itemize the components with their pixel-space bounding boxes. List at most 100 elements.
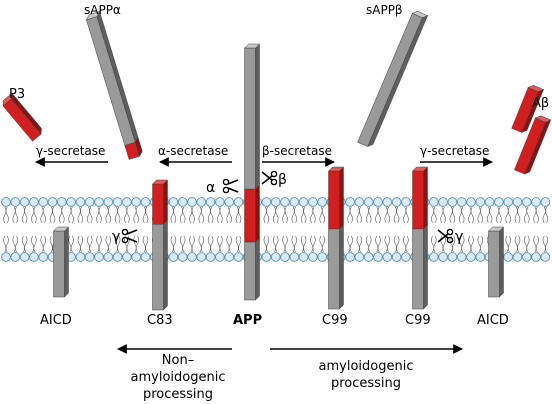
non-amyloidogenic-line-1: Non– [162,353,194,368]
lipid-tail [70,235,74,253]
lipid-tail [356,206,360,224]
abeta-label: Aβ [532,96,549,111]
lipid-head [540,252,551,262]
lipid-tail [431,235,435,253]
lipid-head [29,197,39,207]
aicd-left-fragment-rod [52,226,70,298]
lipid-tail [282,206,286,224]
gamma-secretase-left-label: γ-secretase [36,144,105,158]
lipid-head [10,197,21,207]
gamma-cleavage-symbol-right: γ [455,229,463,245]
lipid-tail [477,206,481,224]
lipid-head [122,252,132,262]
lipid-head [289,197,300,207]
lipid-tail [86,206,91,224]
lipid-tail [170,206,174,224]
lipid-tail [235,206,239,224]
lipid-head [382,197,393,207]
lipid-tail [12,206,16,224]
c99-label-first: C99 [322,313,348,328]
lipid-head [131,197,142,207]
lipid-tail [319,206,323,224]
lipid-tail [14,206,19,224]
lipid-tail [365,235,370,253]
lipid-head [401,252,411,262]
lipid-tail [405,235,409,253]
lipid-head [261,197,272,207]
lipid-tail [365,206,370,224]
lipid-head [122,197,132,207]
lipid-tail [517,235,521,253]
lipid-tail [359,235,363,253]
lipid-tail [173,206,177,224]
app-label: APP [233,313,262,328]
lipid-tail [40,235,44,253]
lipid-tail [300,235,304,253]
lipid-head [447,252,458,262]
lipid-head [103,197,114,207]
lipid-tail [170,235,174,253]
lipid-head [456,252,467,262]
lipid-tail [386,235,391,253]
lipid-tail [275,235,279,253]
lipid-tail [5,206,9,224]
lipid-tail [393,235,397,253]
lipid-tail [349,206,353,224]
lipid-head [140,252,151,262]
lipid-tail [349,235,353,253]
lipid-tail [452,206,456,224]
lipid-tail [468,206,472,224]
lipid-tail [80,235,84,253]
lipid-tail [179,235,184,253]
lipid-tail [89,206,93,224]
lipid-head [382,252,393,262]
lipid-head [75,252,86,262]
lipid-head [308,197,318,207]
lipid-tail [507,235,511,253]
lipid-tail [442,235,446,253]
lipid-tail [263,206,267,224]
lipid-tail [356,235,360,253]
lipid-tail [126,206,130,224]
lipid-tail [189,206,193,224]
lipid-tail [107,235,112,253]
lipid-tail [533,206,537,224]
lipid-head [224,197,235,207]
lipid-tail [105,235,109,253]
lipid-head [317,252,328,262]
lipid-head [94,252,104,262]
lipid-tail [461,235,465,253]
lipid-tail [507,206,511,224]
p3-label: P3 [9,87,25,102]
lipid-head [215,197,225,207]
lipid-tail [107,206,112,224]
lipid-head [56,197,67,207]
lipid-head [475,197,486,207]
lipid-tail [86,235,91,253]
lipid-head [233,252,244,262]
lipid-head [466,197,476,207]
lipid-tail [284,235,288,253]
lipid-head [187,197,197,207]
lipid-tail [312,206,316,224]
lipid-tail [489,206,493,224]
lipid-tail [12,235,16,253]
lipid-tail [133,206,137,224]
abeta-fragment-rod-upper [511,85,545,133]
lipid-tail [228,235,232,253]
lipid-tail [368,235,372,253]
lipid-tail [49,206,53,224]
lipid-tail [458,206,463,224]
lipid-tail [479,206,484,224]
lipid-tail [303,206,307,224]
lipid-head [205,197,216,207]
lipid-head [47,197,58,207]
lipid-tail [198,206,202,224]
lipid-tail [524,235,528,253]
lipid-head [131,252,142,262]
lipid-head [66,197,76,207]
lipid-head [280,252,290,262]
lipid-head [345,197,355,207]
lipid-tail [291,206,295,224]
lipid-tail [440,235,444,253]
